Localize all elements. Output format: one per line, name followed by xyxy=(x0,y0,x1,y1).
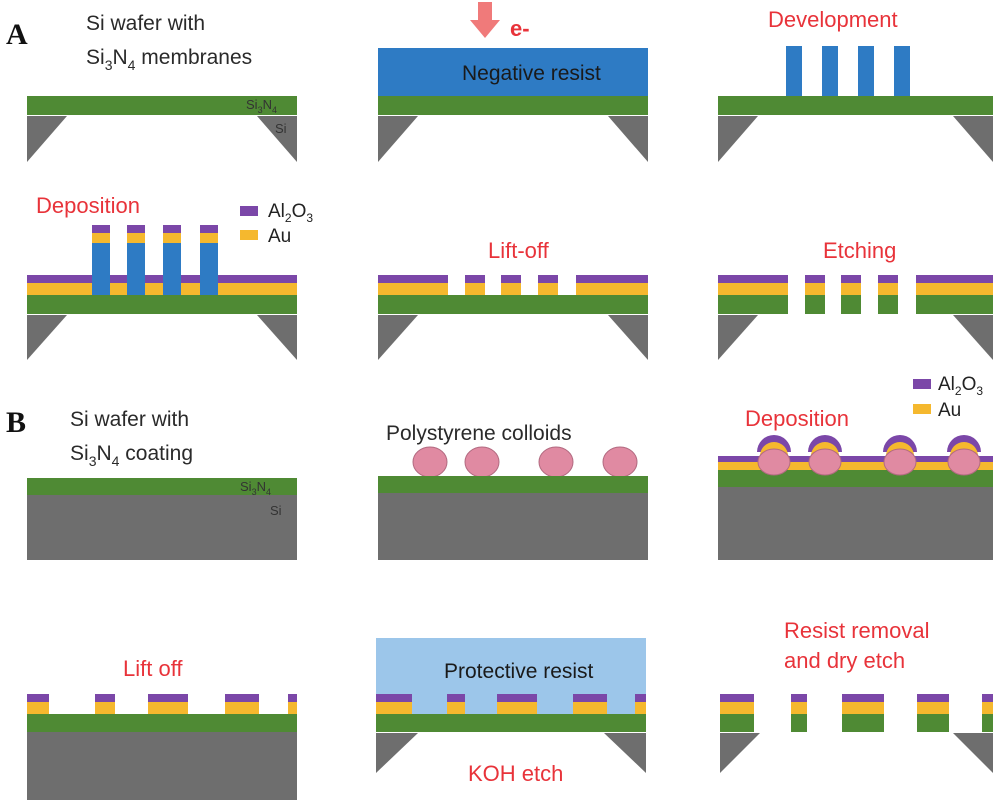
resist-pillar xyxy=(894,46,910,96)
si-support-right xyxy=(257,315,297,360)
step-b1-title-line2: Si3N4 coating xyxy=(70,442,193,469)
step-b1-colloids: Polystyrene colloids xyxy=(378,422,648,560)
legend-al2o3-swatch xyxy=(240,206,258,216)
si-support-right xyxy=(953,733,993,773)
au-film xyxy=(27,283,297,295)
si-support-left xyxy=(27,315,67,360)
sin-layer xyxy=(378,96,648,115)
al2o3-film xyxy=(718,456,993,462)
si-support-left xyxy=(376,733,418,773)
capped-pillar xyxy=(92,225,110,295)
step-b1-substrate: Si wafer with Si3N4 coating Si3N4 Si xyxy=(27,408,297,560)
au-film xyxy=(718,462,993,470)
layer-label-sin: Si3N4 xyxy=(240,479,271,497)
step-b2-dry-etch: Resist removal and dry etch xyxy=(720,618,993,773)
si-substrate xyxy=(27,495,297,560)
sin-layer xyxy=(378,476,648,493)
step-a1-substrate: Si3N4 Si xyxy=(27,96,297,162)
capped-pillar xyxy=(200,225,218,295)
si-support-right xyxy=(604,733,646,773)
removal-label-line1: Resist removal xyxy=(784,618,929,643)
capped-pillar xyxy=(127,225,145,295)
si-support-right xyxy=(953,116,993,162)
legend-al2o3-swatch xyxy=(913,379,931,389)
coated-colloid xyxy=(883,435,917,476)
protective-resist-label: Protective resist xyxy=(444,660,594,683)
si-substrate xyxy=(27,732,297,800)
coated-colloid xyxy=(757,435,791,476)
sin-layer xyxy=(718,96,993,115)
deposition-label: Deposition xyxy=(745,406,849,431)
sin-layer xyxy=(376,714,646,732)
removal-label-line2: and dry etch xyxy=(784,648,905,673)
si-support-right xyxy=(608,315,648,360)
ebeam-label: e- xyxy=(510,16,530,41)
capped-pillar xyxy=(163,225,181,295)
resist-pillar xyxy=(822,46,838,96)
colloid xyxy=(538,446,574,478)
legend-al2o3-label: Al2O3 xyxy=(938,374,983,398)
si-support-right xyxy=(953,315,993,360)
colloids-label: Polystyrene colloids xyxy=(386,422,572,445)
step-a1-development: Development xyxy=(718,7,993,162)
sin-layer xyxy=(27,478,297,495)
sin-layer xyxy=(378,295,648,314)
si-support-left xyxy=(27,116,67,162)
si-substrate xyxy=(718,487,993,560)
panel-label-b: B xyxy=(6,406,26,439)
coated-colloid xyxy=(808,435,842,476)
layer-label-sin: Si3N4 xyxy=(246,97,277,115)
sin-layer xyxy=(27,714,297,732)
panel-label-a: A xyxy=(6,18,28,51)
si-support-right xyxy=(257,116,297,162)
step-b2-koh: Protective resist KOH etch xyxy=(376,638,646,786)
negative-resist-layer xyxy=(378,48,648,96)
colloid xyxy=(412,446,448,478)
si-support-left xyxy=(720,733,760,773)
ebeam-arrow-icon xyxy=(470,2,500,38)
colloid xyxy=(602,446,638,478)
step-b1-deposition: Al2O3 Au Deposition xyxy=(718,374,993,560)
legend-al2o3-label: Al2O3 xyxy=(268,201,313,225)
si-support-right xyxy=(608,116,648,162)
layer-label-si: Si xyxy=(275,121,287,136)
colloid xyxy=(464,446,500,478)
si-support-left xyxy=(718,315,758,360)
sin-layer xyxy=(27,96,297,115)
resist-pillar xyxy=(858,46,874,96)
liftoff-label: Lift off xyxy=(123,656,183,681)
step-a1-title-line1: Si wafer with xyxy=(86,12,205,35)
si-support-left xyxy=(378,116,418,162)
al2o3-film xyxy=(27,275,297,283)
legend-au-label: Au xyxy=(938,400,961,421)
step-b2-liftoff: Lift off xyxy=(27,656,297,800)
step-b1-title-line1: Si wafer with xyxy=(70,408,189,431)
step-a1-resist: e- Negative resist xyxy=(378,2,648,162)
deposition-label: Deposition xyxy=(36,193,140,218)
development-label: Development xyxy=(768,7,898,32)
step-a2-deposition: Deposition Al2O3 Au xyxy=(27,193,313,360)
sin-layer xyxy=(27,295,297,314)
sin-layer xyxy=(718,470,993,487)
step-a2-etching: Etching xyxy=(718,238,993,360)
step-a1-title-line2: Si3N4 membranes xyxy=(86,46,252,73)
etching-label: Etching xyxy=(823,238,896,263)
layer-label-si: Si xyxy=(270,503,282,518)
legend-au-swatch xyxy=(913,404,931,414)
step-a2-liftoff: Lift-off xyxy=(378,238,648,360)
si-substrate xyxy=(378,493,648,560)
liftoff-label: Lift-off xyxy=(488,238,550,263)
legend-au-swatch xyxy=(240,230,258,240)
resist-pillar xyxy=(786,46,802,96)
si-support-left xyxy=(718,116,758,162)
si-support-left xyxy=(378,315,418,360)
koh-etch-label: KOH etch xyxy=(468,761,563,786)
coated-colloid xyxy=(947,435,981,476)
negative-resist-label: Negative resist xyxy=(462,62,601,85)
legend-au-label: Au xyxy=(268,226,291,247)
